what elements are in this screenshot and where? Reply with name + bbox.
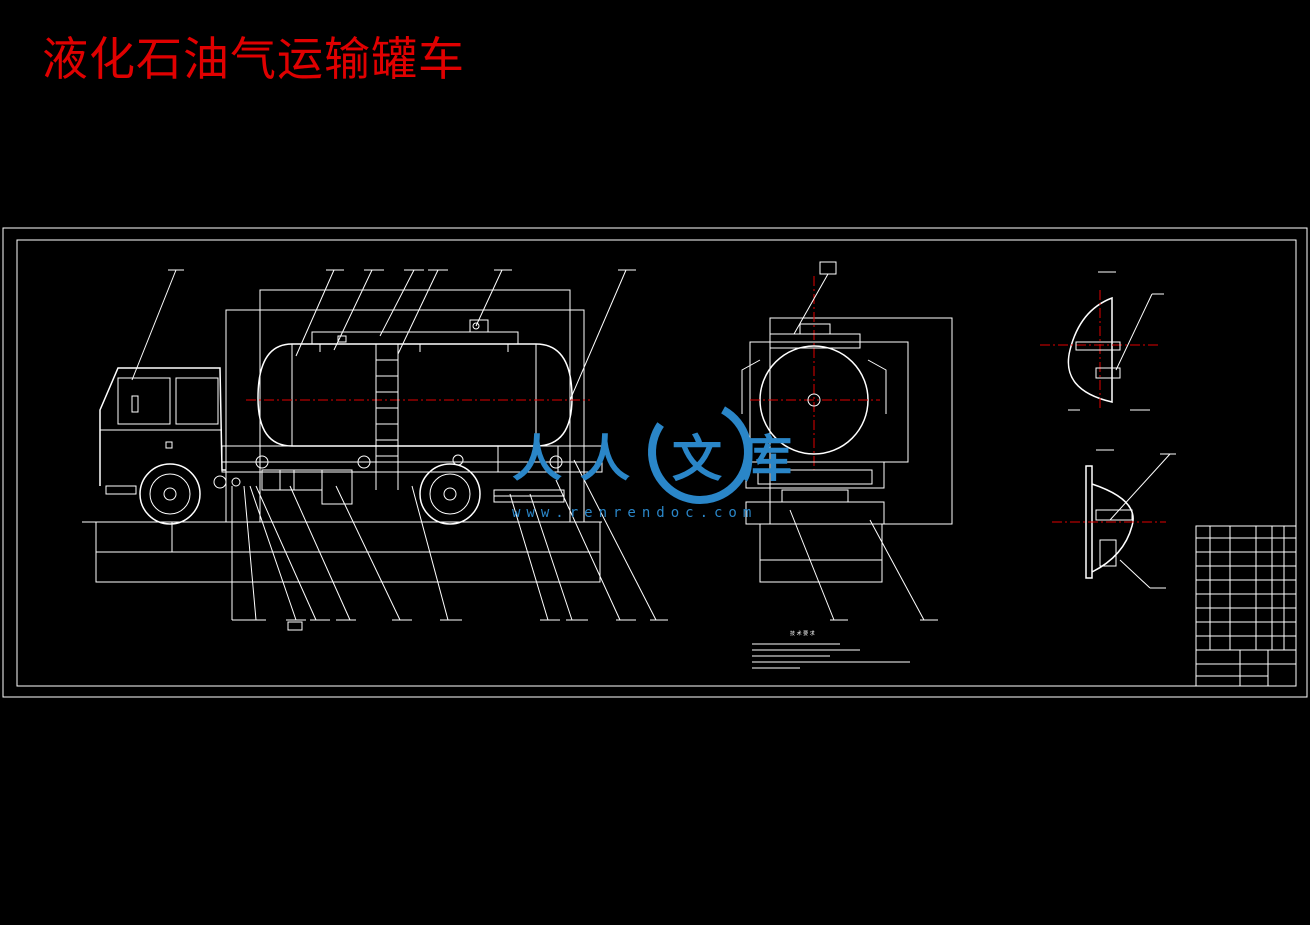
tech-notes-heading: 技 术 要 求 (790, 630, 815, 637)
leader-lines-bottom (231, 459, 668, 631)
watermark-website: www.renrendoc.com (512, 505, 758, 521)
rear-wheel (419, 463, 481, 525)
lpg-tank (246, 319, 590, 447)
rear-view (741, 261, 953, 621)
front-wheel (139, 463, 201, 525)
detail-view-bottom (1052, 449, 1176, 589)
side-view (82, 269, 668, 631)
truck-cab (99, 367, 226, 495)
outer-frame (2, 227, 1308, 698)
inner-frame (16, 239, 1297, 687)
watermark-char-1: 人 (512, 429, 562, 488)
watermark-char-4: 库 (742, 429, 792, 488)
ladder (375, 344, 399, 490)
leader-lines-top (131, 269, 636, 401)
drawing-title: 液化石油气运输罐车 (42, 32, 465, 86)
watermark-char-3: 文 (672, 429, 722, 488)
watermark-ring-icon (648, 400, 752, 504)
watermark-char-2: 人 (580, 429, 630, 488)
parts-list-table (1195, 525, 1297, 687)
watermark: 人 人 文 库 (512, 400, 792, 504)
technical-requirements: 技 术 要 求 (752, 630, 910, 669)
detail-view-top (1040, 271, 1164, 411)
